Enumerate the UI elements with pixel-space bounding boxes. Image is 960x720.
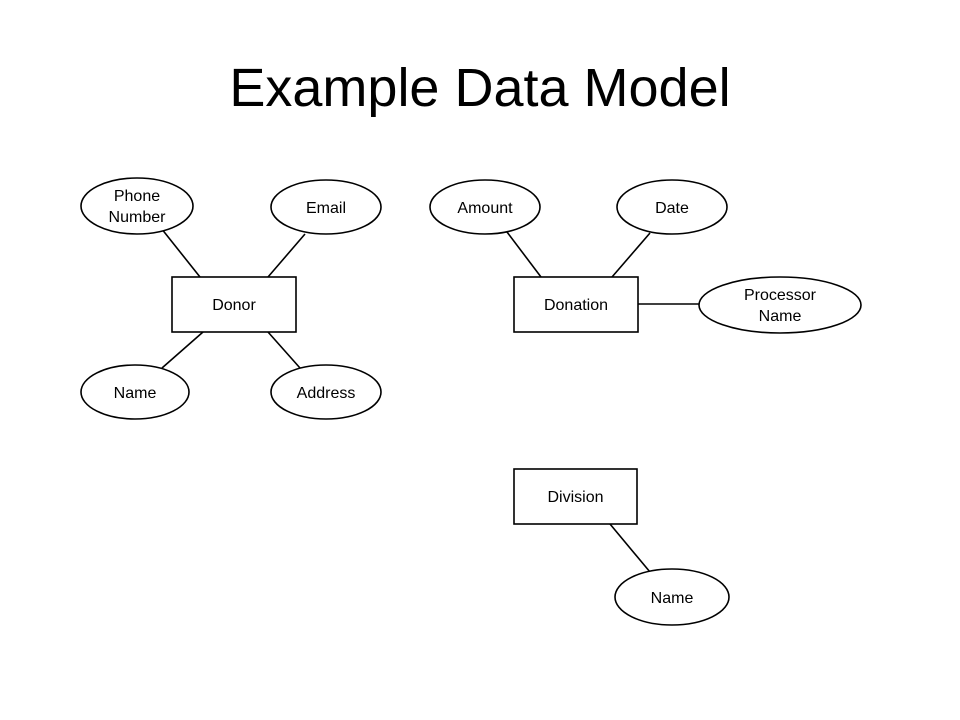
attribute-division-name: Name [614,568,730,626]
edge-donor-name [161,331,204,369]
edge-donor-address [267,331,301,369]
entity-donation-label: Donation [544,297,608,314]
edge-donation-date [611,232,651,278]
edge-donor-phone [160,227,201,278]
attribute-amount: Amount [429,179,541,235]
edge-donation-amount [506,231,542,278]
entity-division: Division [513,468,638,525]
entity-donor-label: Donor [212,297,256,314]
attribute-amount-label: Amount [457,200,513,217]
attribute-donor-name: Name [80,364,190,420]
attribute-processor-line1: Processor [744,287,817,304]
entity-division-label: Division [547,489,603,506]
page-title: Example Data Model [229,58,731,118]
attribute-phone-number: Phone Number [80,177,194,235]
edge-division-name [609,523,651,573]
attribute-date-label: Date [655,200,689,217]
attribute-division-name-label: Name [651,590,694,607]
connectors [160,227,700,573]
entity-donor: Donor [171,276,297,333]
attribute-phone-line2: Number [109,209,167,226]
attribute-processor-name: Processor Name [698,276,862,334]
attribute-phone-line1: Phone [114,188,160,205]
entity-donation: Donation [513,276,639,333]
edge-donor-email [267,233,306,278]
attribute-donor-name-label: Name [114,385,157,402]
attribute-email: Email [270,179,382,235]
attribute-address: Address [270,364,382,420]
attribute-address-label: Address [297,385,356,402]
attribute-processor-line2: Name [759,308,802,325]
attribute-date: Date [616,179,728,235]
attribute-email-label: Email [306,200,346,217]
